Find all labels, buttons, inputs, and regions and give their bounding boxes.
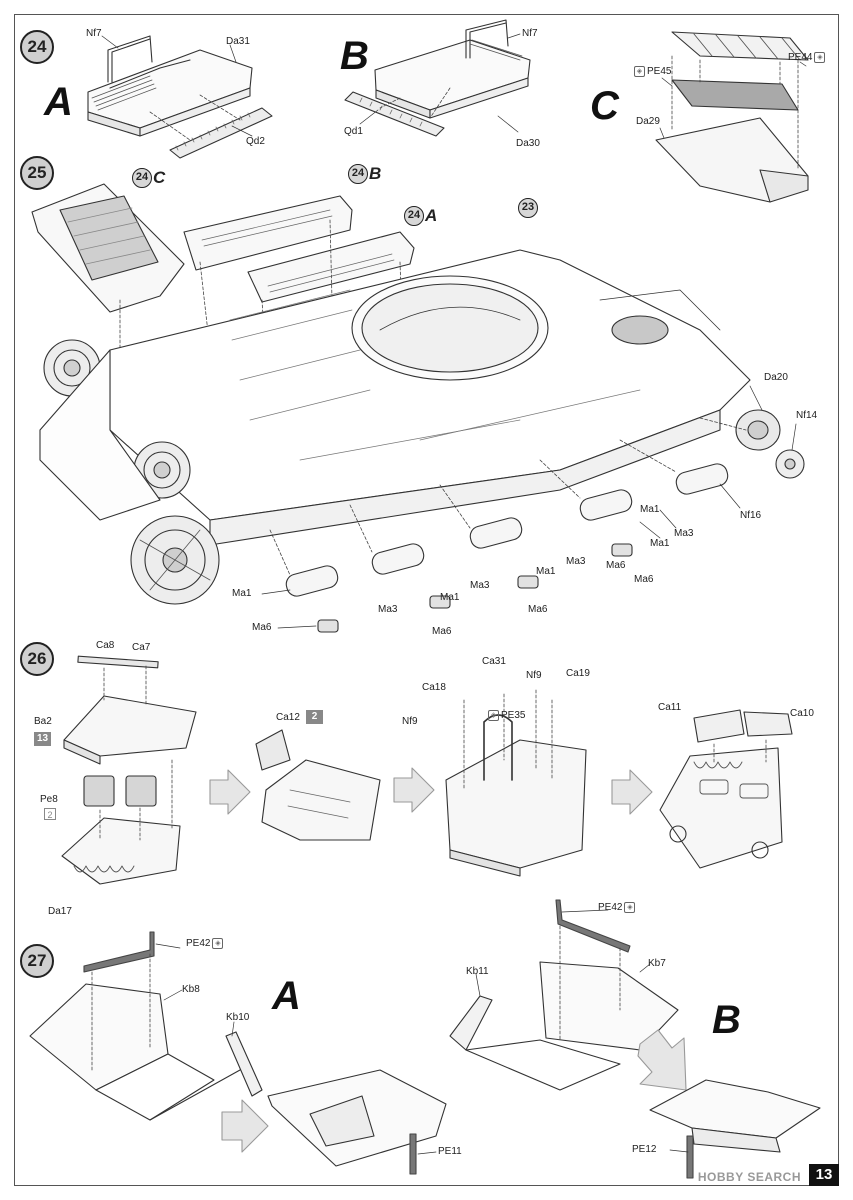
step-number: 24 xyxy=(20,30,54,64)
page-frame xyxy=(14,14,839,1186)
variant-letter: B xyxy=(712,998,741,1042)
quantity-marker: 2 xyxy=(44,808,56,820)
part-label: Da30 xyxy=(516,138,540,149)
part-label: Ma1 xyxy=(536,566,556,577)
part-label: Nf7 xyxy=(86,28,102,39)
part-label: Nf7 xyxy=(522,28,538,39)
step25-drawing xyxy=(31,183,805,633)
part-label: ◈PE45 xyxy=(632,66,671,78)
part-label: PE11 xyxy=(438,1146,462,1157)
part-label: Ma3 xyxy=(378,604,398,615)
part-label: Ca31 xyxy=(482,656,506,667)
photoetch-icon: ◈ xyxy=(814,52,826,63)
step-reference: 24 B xyxy=(348,164,381,184)
ref-number: 24 xyxy=(404,206,424,226)
part-label: Ca18 xyxy=(422,682,446,693)
part-label: Ca11 xyxy=(658,702,682,713)
part-label: Ma1 xyxy=(650,538,670,549)
ref-letter: A xyxy=(425,206,438,225)
part-label: Ma6 xyxy=(634,574,654,585)
sprue-marker: 2 xyxy=(306,710,323,724)
part-label: Ma6 xyxy=(432,626,452,637)
step-reference: 23 xyxy=(518,198,539,218)
part-label: Da17 xyxy=(48,906,72,917)
part-label: Ca8 xyxy=(96,640,115,651)
part-label: Kb10 xyxy=(226,1012,250,1023)
photoetch-icon: ◈ xyxy=(212,938,224,949)
ref-letter: B xyxy=(369,164,382,183)
ref-number: 24 xyxy=(132,168,152,188)
part-label: Ba2 xyxy=(34,716,52,727)
ref-letter: C xyxy=(153,168,166,187)
step24c-drawing xyxy=(655,31,809,203)
part-label: Da20 xyxy=(764,372,788,383)
part-label: Ca19 xyxy=(566,668,590,679)
step-number: 27 xyxy=(20,944,54,978)
variant-letter: B xyxy=(340,34,369,78)
part-label: PE12 xyxy=(632,1144,657,1155)
part-label: Ma3 xyxy=(470,580,490,591)
photoetch-icon: ◈ xyxy=(624,902,636,913)
part-label: Nf9 xyxy=(402,716,418,727)
photoetch-icon: ◈ xyxy=(634,66,645,77)
step-number: 25 xyxy=(20,156,54,190)
part-label: Ma3 xyxy=(566,556,586,567)
part-label: Ca12 xyxy=(276,712,300,723)
part-label: Ma3 xyxy=(674,528,694,539)
part-label: Qd2 xyxy=(246,136,265,147)
part-label: Kb11 xyxy=(466,966,489,977)
part-label: Ca10 xyxy=(790,708,814,719)
part-label: PE42◈ xyxy=(598,902,637,914)
step-number: 26 xyxy=(20,642,54,676)
part-label: Nf14 xyxy=(796,410,818,421)
part-label: PE42◈ xyxy=(186,938,225,950)
part-label: Da29 xyxy=(636,116,660,127)
part-label: Ma1 xyxy=(232,588,252,599)
part-label: Kb7 xyxy=(648,958,666,969)
part-label: Nf9 xyxy=(526,670,542,681)
part-label: Kb8 xyxy=(182,984,200,995)
suspension-arms xyxy=(285,463,729,597)
variant-letter: C xyxy=(590,84,619,128)
part-label: PE44◈ xyxy=(788,52,827,64)
sprue-marker: 13 xyxy=(34,732,51,746)
part-label: Ma1 xyxy=(440,592,460,603)
ref-number: 23 xyxy=(518,198,538,218)
step-reference: 24 C xyxy=(132,168,165,188)
ref-number: 24 xyxy=(348,164,368,184)
part-label: Ma6 xyxy=(252,622,272,633)
part-label: ◈PE35 xyxy=(486,710,525,722)
part-label: Qd1 xyxy=(344,126,363,137)
step27-drawing xyxy=(29,899,821,1179)
step-reference: 24 A xyxy=(404,206,437,226)
variant-letter: A xyxy=(44,80,73,124)
variant-letter: A xyxy=(272,974,301,1018)
step24a-drawing xyxy=(87,35,273,159)
part-label: Ca7 xyxy=(132,642,151,653)
page-number: 13 xyxy=(809,1164,839,1186)
watermark: HOBBY SEARCH xyxy=(697,1170,801,1184)
step24b-drawing xyxy=(344,19,531,137)
part-label: Da31 xyxy=(226,36,250,47)
part-label: Ma6 xyxy=(528,604,548,615)
step26-drawing xyxy=(61,655,793,885)
part-label: Ma1 xyxy=(640,504,660,515)
part-label: Nf16 xyxy=(740,510,762,521)
part-label: Ma6 xyxy=(606,560,626,571)
part-label: Pe8 xyxy=(40,794,58,805)
photoetch-icon: ◈ xyxy=(488,710,499,721)
